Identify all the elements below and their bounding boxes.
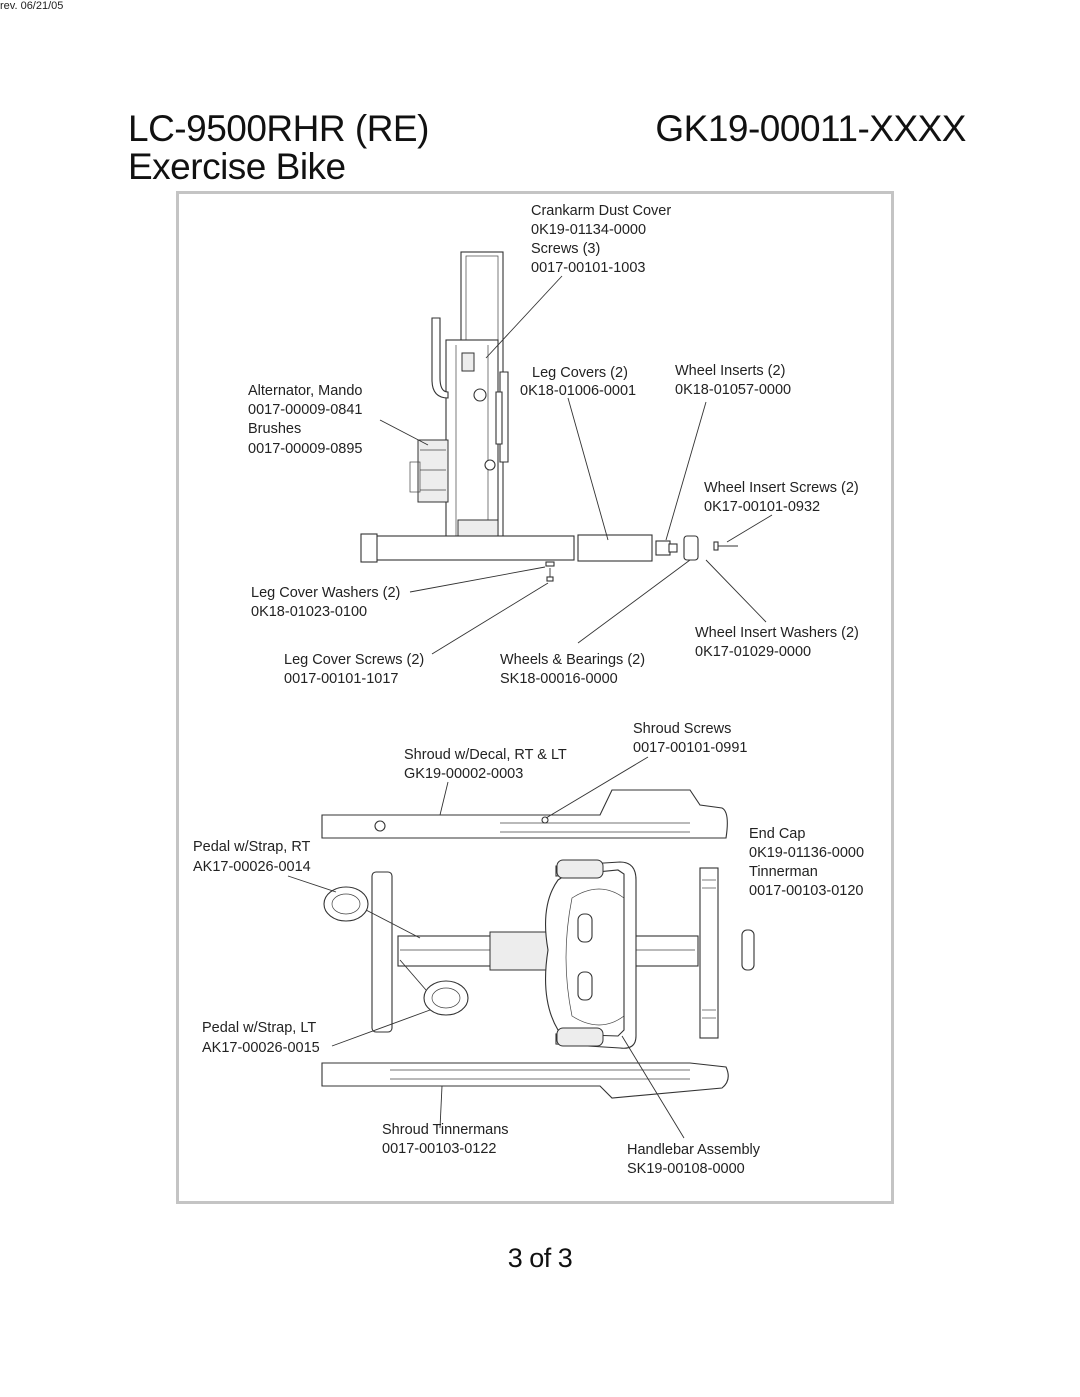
callout-wheel-insert-screws: Wheel Insert Screws (2) 0K17-00101-0932 [704,480,859,515]
callout-part-number: AK17-00026-0015 [202,1040,320,1056]
callout-name: Shroud Screws [633,721,731,737]
revision-date: rev. 06/21/05 [0,0,64,12]
model-title: LC-9500RHR (RE) [128,108,429,149]
callout-part-number: 0K18-01023-0100 [251,604,367,620]
callout-name: Leg Cover Screws (2) [284,652,424,668]
callout-name: Wheel Insert Washers (2) [695,625,859,641]
callout-part-number: 0017-00103-0120 [749,883,864,899]
callout-part-number: 0017-00101-0991 [633,740,748,756]
callout-name: Crankarm Dust Cover [531,203,671,219]
callout-part-number: 0K19-01134-0000 [531,222,646,238]
lower-leader-lines [287,756,685,1139]
callout-part-number: 0K18-01057-0000 [675,382,791,398]
seat [544,864,635,1043]
callout-wheel-inserts: Wheel Inserts (2) 0K18-01057-0000 [675,363,791,398]
leg-cover-washer [545,561,555,567]
end-cap [741,929,755,971]
leg-cover-screw [546,576,554,582]
callout-name: Shroud w/Decal, RT & LT [404,747,567,763]
callout-name: Leg Cover Washers (2) [251,585,400,601]
callout-wheels-bearings: Wheels & Bearings (2) SK18-00016-0000 [500,652,645,687]
callout-part-number: 0017-00101-1003 [531,260,646,276]
callout-crankarm: Crankarm Dust Cover 0K19-01134-0000 Scre… [531,203,671,276]
callout-name: Handlebar Assembly [627,1142,761,1158]
handlebar-grip-left [556,1027,604,1047]
product-subtitle: Exercise Bike [128,146,346,187]
callout-name: Pedal w/Strap, LT [202,1020,316,1036]
callout-part-number: 0K17-01029-0000 [695,644,811,660]
callout-wheel-insert-washers: Wheel Insert Washers (2) 0K17-01029-0000 [695,625,859,660]
upper-leader-lines [379,275,773,655]
shroud-right [321,789,728,839]
shroud-left [321,1062,729,1099]
handlebar-tube [431,317,449,399]
callout-name: Pedal w/Strap, RT [193,839,311,855]
leg-cover [577,534,653,562]
callout-pedal-rt: Pedal w/Strap, RT AK17-00026-0014 [193,839,311,875]
callout-leg-covers: Leg Covers (2) 0K18-01006-0001 [520,365,636,399]
pedal-right [323,886,421,939]
callout-name: Screws (3) [531,241,600,257]
wheel-insert [655,540,671,556]
pedal-left [399,959,469,1016]
callout-name: Tinnerman [749,864,818,880]
callout-name: Wheel Inserts (2) [675,363,785,379]
diagram-frame [176,191,894,1204]
document-number: GK19-00011-XXXX [655,108,966,149]
callout-shroud: Shroud w/Decal, RT & LT GK19-00002-0003 [404,747,567,782]
rear-stabilizer [699,867,719,1039]
callout-part-number: 0K18-01006-0001 [520,383,636,399]
callout-part-number: 0K19-01136-0000 [749,845,864,861]
callout-name: Wheel Insert Screws (2) [704,480,859,496]
handlebar-grip-right [556,859,604,879]
leg-end-cap-left [360,533,378,563]
alternator [417,439,449,503]
callout-name: Alternator, Mando [248,383,362,399]
top-view-drawing [321,789,755,1099]
callout-part-number: 0017-00103-0122 [382,1141,497,1157]
callout-leg-cover-screws: Leg Cover Screws (2) 0017-00101-1017 [284,652,424,687]
callout-part-number: AK17-00026-0014 [193,859,311,875]
callout-pedal-lt: Pedal w/Strap, LT AK17-00026-0015 [202,1020,320,1056]
page-number: 3 of 3 [507,1243,573,1273]
callout-part-number: 0017-00101-1017 [284,671,399,687]
callout-leg-cover-washers: Leg Cover Washers (2) 0K18-01023-0100 [251,585,400,620]
base-leg [373,535,575,561]
callout-part-number: 0017-00009-0841 [248,402,363,418]
wheel [683,535,699,561]
side-view-drawing [360,251,738,582]
handlebar [555,861,637,1049]
callout-part-number: SK18-00016-0000 [500,671,618,687]
callout-part-number: GK19-00002-0003 [404,766,523,782]
callout-name: Brushes [248,421,301,437]
callout-part-number: 0K17-00101-0932 [704,499,820,515]
callout-shroud-screws: Shroud Screws 0017-00101-0991 [633,721,748,756]
callout-shroud-tinnermans: Shroud Tinnermans 0017-00103-0122 [382,1122,509,1157]
callout-end-cap: End Cap 0K19-01136-0000 Tinnerman 0017-0… [749,826,864,899]
callout-alternator: Alternator, Mando 0017-00009-0841 Brushe… [248,383,363,457]
callout-name: End Cap [749,826,805,842]
callout-name: Wheels & Bearings (2) [500,652,645,668]
callout-handlebar: Handlebar Assembly SK19-00108-0000 [627,1142,761,1177]
front-stabilizer [371,871,393,1033]
callout-name: Leg Covers (2) [532,365,628,381]
callout-part-number: 0017-00009-0895 [248,441,363,457]
callout-part-number: SK19-00108-0000 [627,1161,745,1177]
callout-name: Shroud Tinnermans [382,1122,509,1138]
